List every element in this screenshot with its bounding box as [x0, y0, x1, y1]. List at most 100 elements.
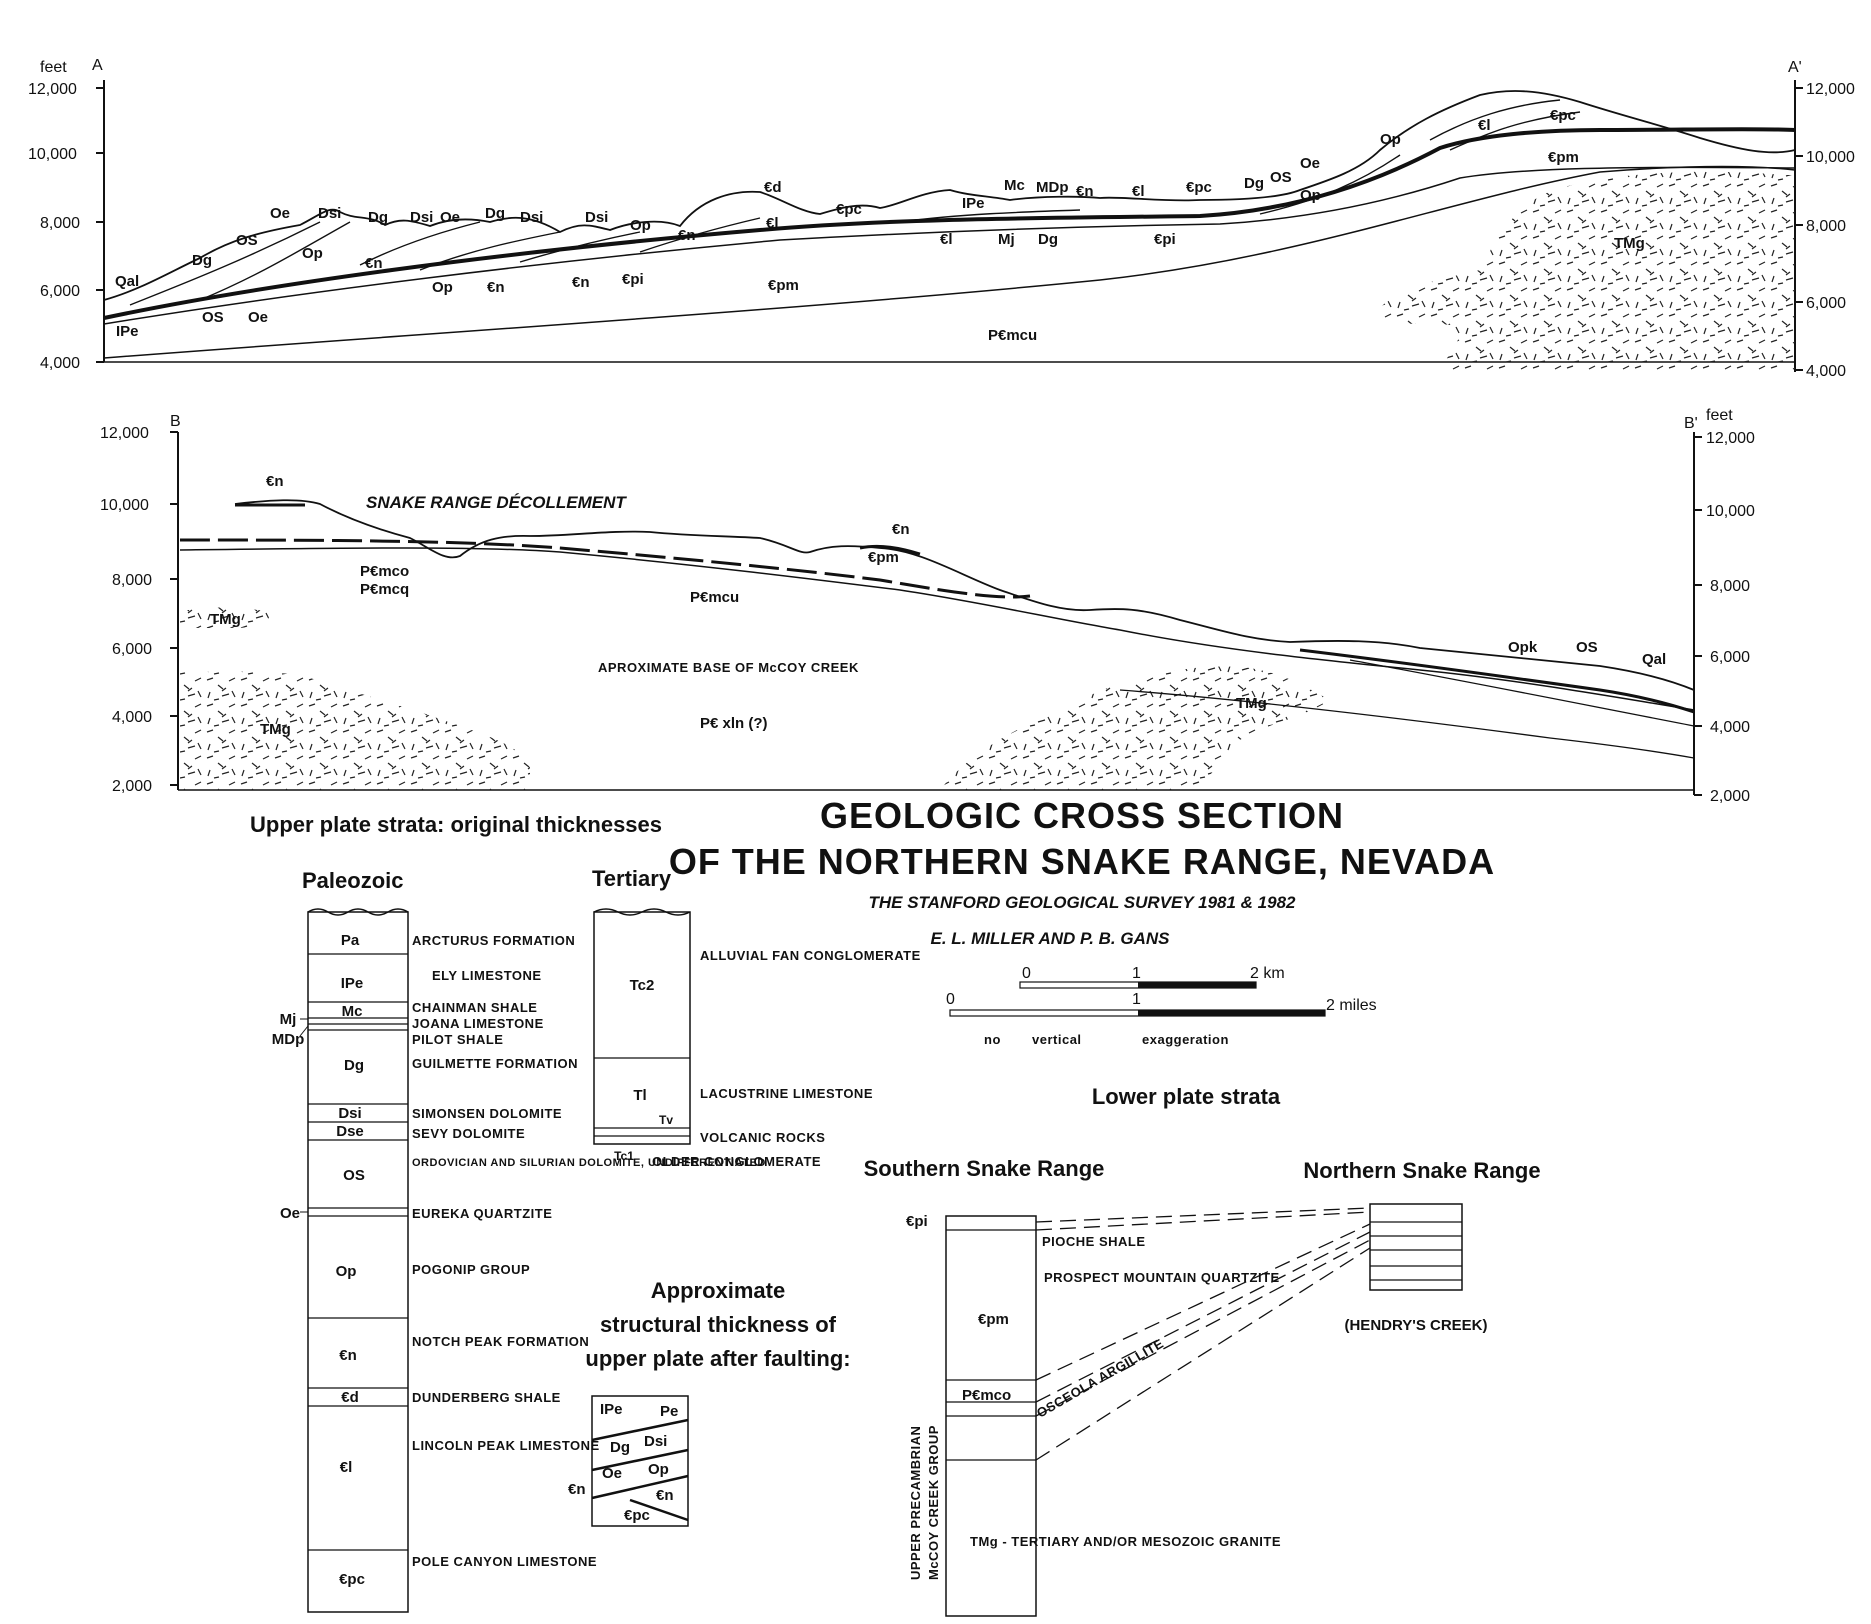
- upper-plate-heading: Upper plate strata: original thicknesses: [250, 812, 662, 837]
- section-a-label: Dg: [192, 252, 212, 269]
- structural-label: Pe: [660, 1403, 678, 1420]
- section-a-label: OS: [236, 232, 258, 249]
- structural-line-1: Approximate: [651, 1278, 785, 1303]
- section-a-decollement: [103, 127, 1796, 320]
- lower-plate-name-osceola: OSCEOLA ARGILLITE: [1034, 1336, 1166, 1421]
- tertiary-code: Tl: [633, 1087, 646, 1104]
- paleozoic-name: NOTCH PEAK FORMATION: [412, 1334, 589, 1349]
- paleozoic-code: OS: [343, 1167, 365, 1184]
- paleozoic-name: DUNDERBERG SHALE: [412, 1390, 561, 1405]
- section-a-left-letter: A: [92, 57, 103, 74]
- paleozoic-code: Oe: [280, 1205, 300, 1222]
- lower-plate-code: P€mco: [962, 1387, 1011, 1404]
- structural-line-3: upper plate after faulting:: [585, 1346, 850, 1371]
- section-a-tick-left-4000: 4,000: [40, 355, 80, 372]
- section-a-label: IPe: [116, 323, 139, 340]
- section-a-contact-pm-mcu: [103, 165, 1796, 359]
- scale-note-word-3: exaggeration: [1142, 1032, 1229, 1047]
- authors-line: E. L. MILLER AND P. B. GANS: [931, 929, 1171, 948]
- section-a-label: OS: [202, 309, 224, 326]
- paleozoic-name: JOANA LIMESTONE: [412, 1016, 544, 1031]
- paleozoic-name: SIMONSEN DOLOMITE: [412, 1106, 562, 1121]
- section-a-label: Qal: [115, 273, 139, 290]
- section-b-base-note: APROXIMATE BASE OF McCOY CREEK: [598, 660, 859, 675]
- tertiary-code: Tc1: [614, 1149, 634, 1163]
- paleozoic-name: POGONIP GROUP: [412, 1262, 530, 1277]
- scale-note-word-1: no: [984, 1032, 1001, 1047]
- section-a-label: Oe: [1300, 155, 1320, 172]
- section-a-tick-right-12000: 12,000: [1806, 81, 1855, 98]
- section-b-label: TMg: [260, 721, 291, 738]
- paleozoic-column: Pa IPe Mc Mj MDp Dg Dsi Dse OS Oe Op €n …: [272, 908, 765, 1613]
- paleozoic-code: Dse: [336, 1123, 364, 1140]
- section-a-label: €pi: [1154, 231, 1176, 248]
- section-a-label: IPe: [962, 195, 985, 212]
- section-a-label: Oe: [440, 209, 460, 226]
- section-a-tick-right-10000: 10,000: [1806, 149, 1855, 166]
- section-a-label: €n: [678, 227, 696, 244]
- section-b-tick-right-10000: 10,000: [1706, 503, 1755, 520]
- structural-thickness: Approximate structural thickness of uppe…: [568, 1278, 851, 1527]
- section-a-label: Op: [1300, 187, 1321, 204]
- section-a-label: €d: [764, 179, 782, 196]
- section-b-right-letter: B': [1684, 415, 1698, 432]
- hendrys-creek-label: (HENDRY'S CREEK): [1344, 1317, 1487, 1334]
- section-b-label: TMg: [210, 611, 241, 628]
- paleozoic-name: PILOT SHALE: [412, 1032, 503, 1047]
- section-b-label: P€mco: [360, 563, 409, 580]
- section-a-tick-right-4000: 4,000: [1806, 363, 1846, 380]
- section-b-label: TMg: [1236, 695, 1267, 712]
- section-a-label: €l: [766, 215, 779, 232]
- section-a-label: TMg: [1614, 235, 1645, 252]
- section-b-contact-4: [1349, 659, 1695, 727]
- structural-label: €n: [656, 1487, 674, 1504]
- section-a-label: Dg: [485, 205, 505, 222]
- scale-bar-km: 0 1 2 km: [1019, 965, 1285, 989]
- section-b-tick-right-8000: 8,000: [1710, 578, 1750, 595]
- section-b-tick-right-4000: 4,000: [1710, 719, 1750, 736]
- section-b-tick-right-2000: 2,000: [1710, 788, 1750, 805]
- correlation-lines: [1035, 1207, 1371, 1461]
- section-a-label: Dg: [368, 209, 388, 226]
- section-a-label: €pc: [1186, 179, 1212, 196]
- section-b-cpm-lens: [859, 544, 921, 556]
- paleozoic-name: POLE CANYON LIMESTONE: [412, 1554, 597, 1569]
- section-b-decollement-label: SNAKE RANGE DÉCOLLEMENT: [366, 493, 627, 512]
- tertiary-code: Tv: [659, 1113, 673, 1127]
- section-b-tick-left-12000: 12,000: [100, 425, 149, 442]
- section-b-label: P€mcq: [360, 581, 409, 598]
- section-a-label: €n: [487, 279, 505, 296]
- title-block: GEOLOGIC CROSS SECTION OF THE NORTHERN S…: [669, 795, 1494, 1047]
- title-line-1: GEOLOGIC CROSS SECTION: [820, 795, 1344, 836]
- paleozoic-code: Op: [336, 1263, 357, 1280]
- section-b-contact-3: [1119, 689, 1695, 759]
- structural-label: €n: [568, 1481, 586, 1498]
- section-b-decollement: [179, 538, 1031, 599]
- lower-plate-heading: Lower plate strata: [1092, 1084, 1281, 1109]
- section-b-label: €n: [266, 473, 284, 490]
- section-a-label: €pc: [836, 201, 862, 218]
- section-a-label: €pc: [1550, 107, 1576, 124]
- scale-mile-tick-2: 2 miles: [1326, 997, 1377, 1014]
- group-label-line-2: McCOY CREEK GROUP: [926, 1425, 941, 1580]
- granite-note: TMg - TERTIARY AND/OR MESOZOIC GRANITE: [970, 1534, 1281, 1549]
- section-a-feet-label: feet: [40, 59, 67, 76]
- paleozoic-name: CHAINMAN SHALE: [412, 1000, 537, 1015]
- lower-plate-code: €pm: [978, 1311, 1009, 1328]
- section-b-granite-small: [180, 607, 271, 628]
- section-a-label: Mc: [1004, 177, 1025, 194]
- section-a-label: Op: [432, 279, 453, 296]
- section-a-label: €n: [572, 274, 590, 291]
- section-a-topography: [103, 90, 1796, 301]
- upper-plate-legend: Upper plate strata: original thicknesses…: [250, 812, 920, 1613]
- section-a-label: €pi: [622, 271, 644, 288]
- section-b-label: €n: [892, 521, 910, 538]
- section-b-granite-center: [940, 666, 1330, 790]
- section-a-label: MDp: [1036, 179, 1069, 196]
- section-b-label: €pm: [868, 549, 899, 566]
- section-a-label: Op: [302, 245, 323, 262]
- section-a: feet A A' 12,000 10,000 8,000 6,000 4,00…: [28, 57, 1855, 380]
- paleozoic-name: LINCOLN PEAK LIMESTONE: [412, 1438, 600, 1453]
- paleozoic-name: EUREKA QUARTZITE: [412, 1206, 552, 1221]
- scale-km-tick-2: 2 km: [1250, 965, 1285, 982]
